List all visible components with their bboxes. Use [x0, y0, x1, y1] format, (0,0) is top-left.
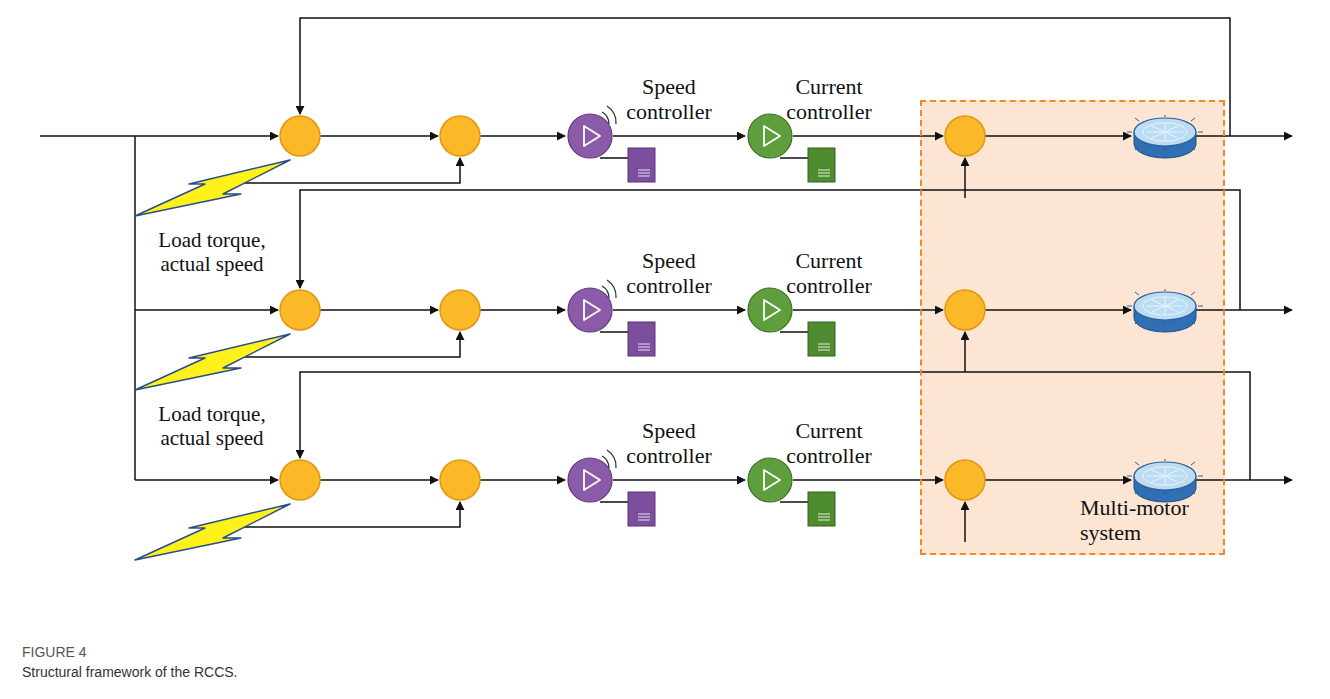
signal-connector: [613, 309, 745, 311]
controller-label: Speed controller: [620, 248, 718, 298]
controller-label: Current controller: [780, 248, 878, 298]
current-controller-node: Current controller: [747, 287, 793, 333]
signal-connector: [613, 479, 745, 481]
signal-connector: [613, 135, 745, 137]
controller-circle: [567, 113, 613, 159]
speed-controller-node: Speed controller: [567, 457, 613, 503]
current-controller-node: Current controller: [747, 457, 793, 503]
figure-caption: Structural framework of the RCCS.: [22, 664, 238, 680]
controller-circle: [747, 287, 793, 333]
controller-disc: [568, 288, 612, 332]
summing-junctions: [280, 116, 985, 500]
amplifier-symbol: [584, 300, 600, 320]
disturbance-label: Load torque, actual speed: [142, 228, 282, 276]
system-region: Multi-motor system: [920, 100, 1225, 555]
controller-disc: [748, 114, 792, 158]
amplifier-symbol: [584, 126, 600, 146]
controller-disc: [748, 288, 792, 332]
row-wiring: [243, 18, 1292, 542]
controller-label: Current controller: [780, 74, 878, 124]
speed-controller-node: Speed controller: [567, 287, 613, 333]
amplifier-symbol: [584, 470, 600, 490]
controller-disc: [568, 458, 612, 502]
amplifier-symbol: [764, 470, 780, 490]
controller-circle: [747, 113, 793, 159]
disturbance-label: Load torque, actual speed: [142, 402, 282, 450]
figure-number: FIGURE 4: [22, 644, 87, 660]
speed-controller-node: Speed controller: [567, 113, 613, 159]
amplifier-symbol: [764, 126, 780, 146]
motor-symbols: [1127, 115, 1203, 502]
controller-label: Current controller: [780, 418, 878, 468]
controller-circle: [567, 287, 613, 333]
controller-disc: [568, 114, 612, 158]
amplifier-symbol: [764, 300, 780, 320]
controller-circle: [747, 457, 793, 503]
lightning-bolts: [135, 160, 290, 560]
current-controller-node: Current controller: [747, 113, 793, 159]
region-title: Multi-motor system: [1080, 495, 1210, 545]
controller-circle: [567, 457, 613, 503]
system-region-fill: [920, 100, 1225, 555]
controller-label: Speed controller: [620, 74, 718, 124]
controller-label: Speed controller: [620, 418, 718, 468]
controller-disc: [748, 458, 792, 502]
